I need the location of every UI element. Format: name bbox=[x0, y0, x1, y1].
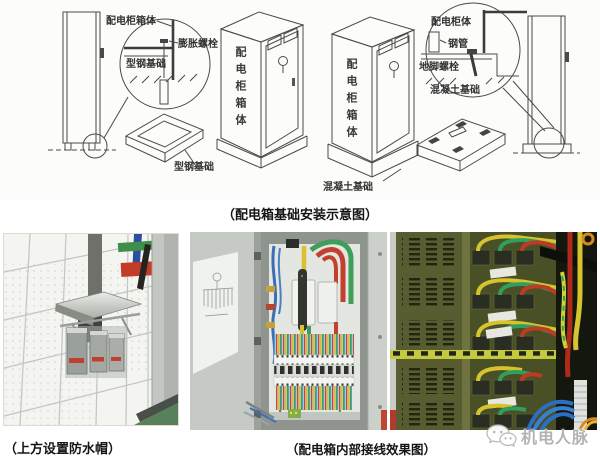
photo-panel-wiring bbox=[390, 232, 597, 430]
detail-circle-concrete-base: 配电柜体 钢管 地脚螺栓 混凝土基础 bbox=[419, 2, 555, 132]
main-switch bbox=[291, 269, 338, 331]
diagram-caption: （配电箱基础安装示意图） bbox=[221, 207, 378, 222]
breaker-rows-and-wires bbox=[273, 322, 355, 417]
label-concrete-base-under-cabinet: 混凝土基础 bbox=[323, 180, 373, 193]
breaker-rows bbox=[471, 234, 560, 429]
photo-waterproof-cap bbox=[3, 233, 179, 426]
din-rail bbox=[390, 350, 597, 359]
wall-corner-and-floor bbox=[134, 234, 178, 425]
distribution-boxes bbox=[65, 326, 127, 378]
caption-wiring-photo: （配电箱内部接线效果图） bbox=[286, 443, 437, 457]
cabinet-door-with-diagram-sheet bbox=[190, 232, 261, 430]
foundation-installation-diagram: 配电柜箱体 膨胀螺栓 型钢基础 型钢基础 bbox=[0, 0, 600, 200]
box-bottom bbox=[243, 400, 360, 426]
concrete-slab-3d bbox=[415, 118, 507, 172]
label-steel-pipe: 钢管 bbox=[448, 37, 468, 50]
schematic-drawing: 配电柜箱体 膨胀螺栓 型钢基础 型钢基础 bbox=[48, 2, 580, 193]
label-cabinet-body-1: 配电柜箱体 bbox=[106, 14, 157, 27]
label-steel-base-inside: 型钢基础 bbox=[126, 57, 166, 70]
right-door-edge bbox=[367, 232, 387, 430]
pipes-top-right bbox=[117, 234, 158, 290]
label-concrete-base-detail: 混凝土基础 bbox=[430, 83, 480, 96]
cabinet-3d-on-concrete-base: 混凝土基础 bbox=[323, 16, 419, 193]
label-expansion-bolt: 膨胀螺栓 bbox=[178, 37, 218, 50]
right-cable-channel bbox=[526, 232, 597, 430]
vented-panel bbox=[390, 232, 470, 430]
steel-frame-base-3d: 型钢基础 bbox=[124, 113, 214, 173]
label-anchor-bolt: 地脚螺栓 bbox=[419, 60, 459, 73]
cabinet-3d-on-steel-base bbox=[216, 11, 308, 169]
label-cabinet-body-2: 配电柜体 bbox=[431, 15, 472, 28]
photo-box-interior bbox=[190, 232, 387, 430]
detail-circle-steel-base: 配电柜箱体 膨胀螺栓 型钢基础 bbox=[106, 14, 218, 110]
label-steel-frame: 型钢基础 bbox=[174, 160, 214, 173]
watermark: 机电人脉 bbox=[485, 423, 589, 449]
caption-waterproof-cap: （上方设置防水帽） bbox=[4, 441, 122, 456]
label-cabinet1-vertical: 配电柜箱体 bbox=[234, 46, 246, 131]
conduit bbox=[88, 234, 102, 296]
watermark-text: 机电人脉 bbox=[521, 430, 590, 447]
cabinet-side-view-right bbox=[513, 15, 580, 159]
wechat-icon bbox=[486, 424, 517, 448]
cabinet-side-view-left bbox=[48, 11, 129, 159]
label-cabinet2-vertical: 配电柜箱体 bbox=[345, 58, 357, 143]
